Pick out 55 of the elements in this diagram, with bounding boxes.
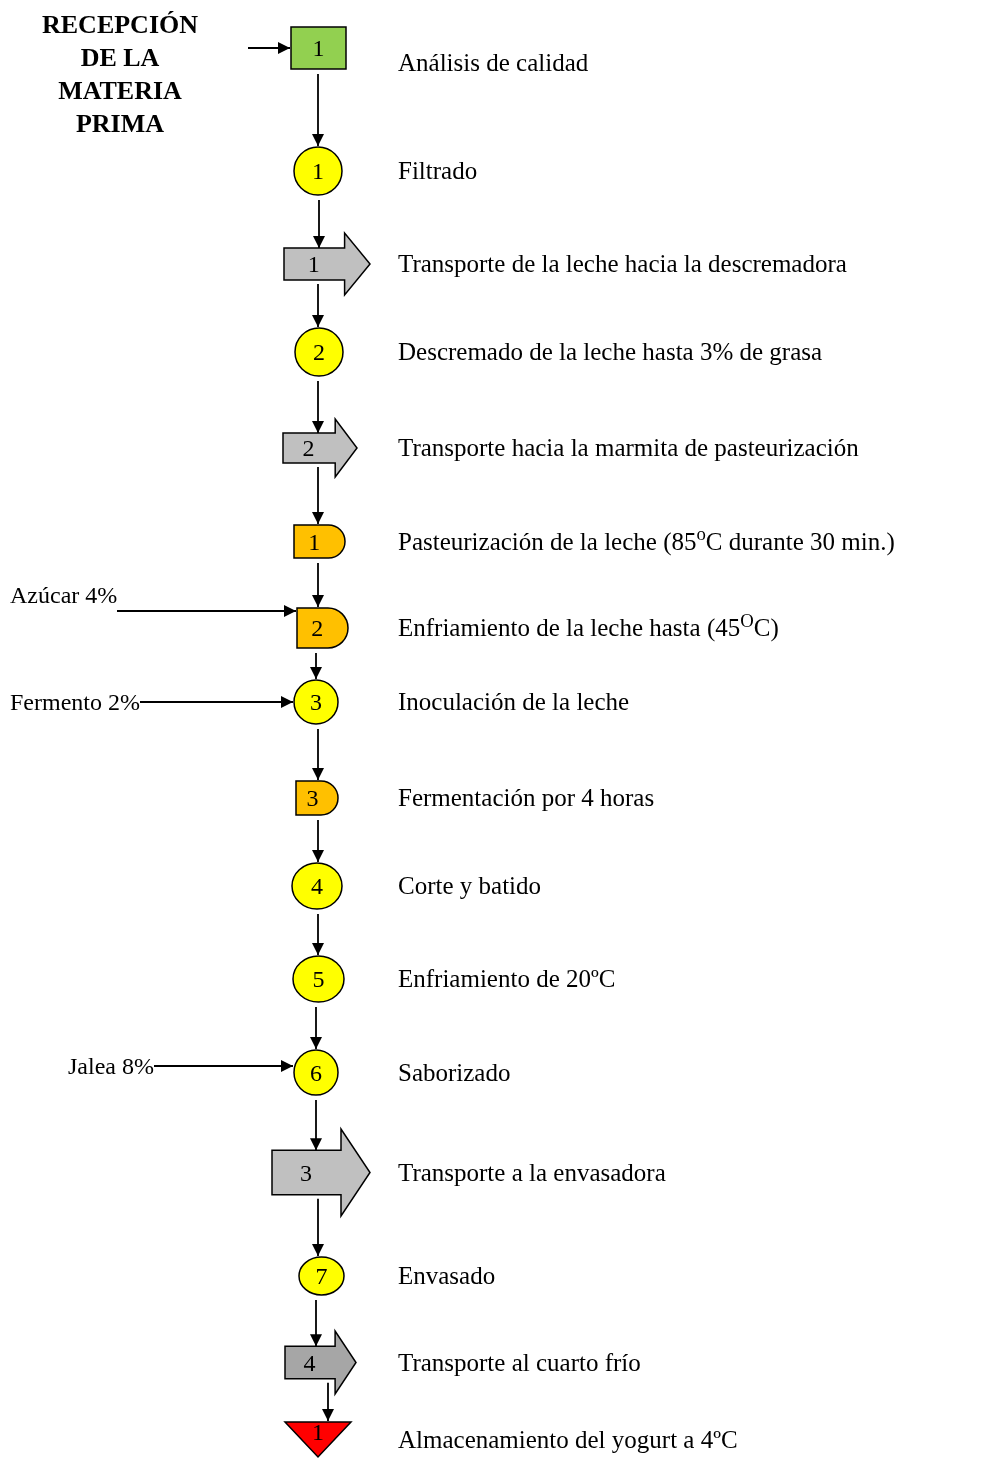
arrow: [116, 605, 297, 617]
arrow: [312, 1197, 324, 1257]
step-description: Filtrado: [398, 156, 478, 186]
operation-circle: 4: [291, 862, 343, 910]
step-description: Enfriamiento de la leche hasta (45$^{O}$C): [398, 613, 779, 643]
arrow: [312, 380, 324, 434]
step-description: Pasteurización de la leche (85$^{o}$C durante 30 min.): [398, 526, 895, 557]
step-description: Análisis de calidad: [398, 48, 589, 78]
arrow: [247, 42, 291, 54]
operation-circle: 3: [293, 679, 339, 725]
arrow: [310, 652, 322, 680]
delay-symbol: 3: [295, 780, 339, 816]
step-description: Enfriamiento de 20ºC: [398, 964, 616, 994]
step-description: Transporte a la envasadora: [398, 1157, 666, 1188]
operation-circle: 2: [294, 327, 344, 377]
arrow: [312, 913, 324, 956]
arrow: [139, 696, 294, 708]
input-label: Azúcar 4%: [10, 578, 118, 612]
arrow: [310, 1099, 322, 1152]
step-description: Inoculación de la leche: [398, 687, 630, 717]
arrow: [312, 466, 324, 525]
arrow: [312, 73, 324, 147]
arrow: [322, 1381, 334, 1422]
arrow: [312, 283, 324, 328]
arrow: [312, 728, 324, 781]
step-description: Fermentación por 4 horas: [398, 783, 655, 813]
arrow: [310, 1299, 322, 1348]
arrow: [153, 1060, 294, 1072]
operation-circle: 1: [293, 146, 343, 196]
operation-circle: 5: [292, 955, 345, 1003]
inspection-square: 1: [290, 26, 347, 70]
input-label: Fermento 2%: [10, 685, 140, 719]
step-description: Transporte hacia la marmita de pasteurización: [398, 433, 859, 463]
arrow: [312, 819, 324, 863]
step-description: Corte y batido: [398, 871, 542, 901]
step-description: Almacenamiento del yogurt a 4ºC: [398, 1424, 738, 1455]
step-description: Transporte al cuarto frío: [398, 1347, 641, 1378]
delay-symbol: 1: [293, 524, 346, 559]
delay-symbol: 2: [296, 607, 349, 649]
step-description: Transporte de la leche hacia la descremadora: [398, 249, 847, 279]
arrow: [313, 199, 325, 249]
input-label: Jalea 8%: [68, 1049, 154, 1083]
transport-arrow-symbol: 1: [283, 232, 371, 296]
transport-arrow-symbol: 2: [282, 418, 358, 478]
arrow: [312, 562, 324, 608]
step-description: Envasado: [398, 1261, 496, 1291]
operation-circle: 6: [293, 1049, 339, 1096]
arrow: [310, 1006, 322, 1050]
step-description: Descremado de la leche hasta 3% de grasa: [398, 337, 823, 367]
step-description: Saborizado: [398, 1057, 511, 1088]
transport-arrow-symbol: 3: [271, 1128, 371, 1217]
storage-triangle: 1: [284, 1421, 352, 1458]
operation-circle: 7: [298, 1256, 345, 1296]
transport-arrow-symbol: 4: [284, 1330, 357, 1395]
section-heading: RECEPCIÓN DE LA MATERIA PRIMA: [30, 8, 248, 146]
